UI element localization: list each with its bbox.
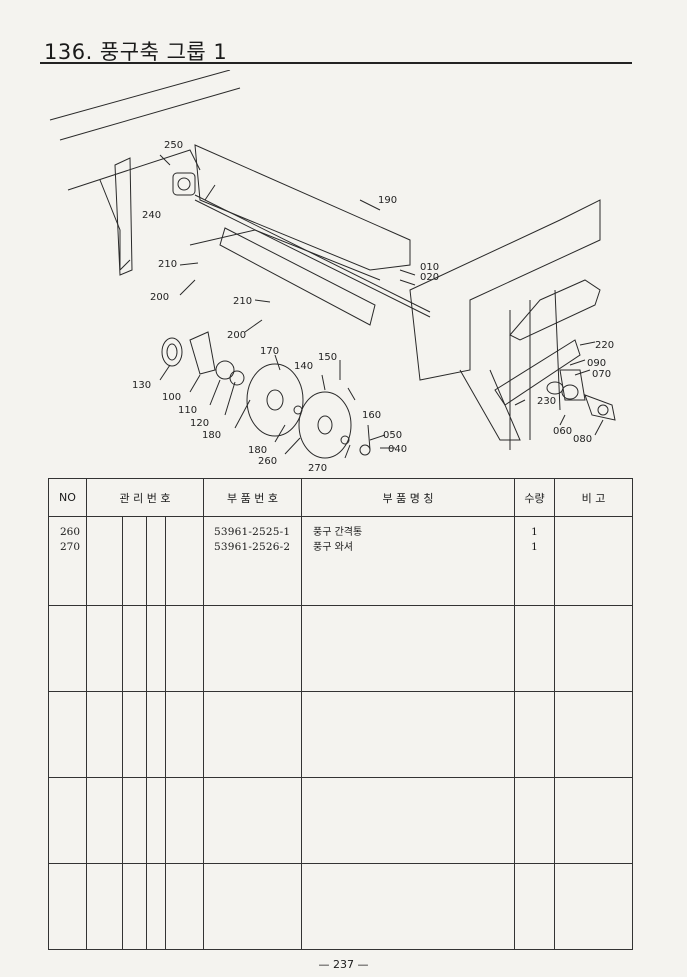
parts-table: NO 관 리 번 호 부 품 번 호 부 품 명 칭 수량 비 고 260 27… [48,478,633,950]
table-row: 260 270 53961-2525-1 53961-2526-2 풍구 간격통… [48,516,633,606]
remarks-cell [554,516,633,606]
row-part-no: 53961-2525-1 [214,526,291,538]
part-no-cell: 53961-2525-1 53961-2526-2 [203,516,302,606]
mgmt-cell [165,516,204,606]
callout-080: 080 [573,434,592,445]
empty-cell [86,863,123,950]
page-title: 136. 풍구축 그룹 1 [44,40,228,64]
empty-cell [48,605,87,692]
table-row-empty [48,691,633,778]
header-mgmt-no: 관 리 번 호 [86,478,204,517]
empty-cell [122,777,147,864]
callout-120: 120 [190,418,209,429]
empty-cell [554,691,633,778]
part-name-cell: 풍구 간격통 풍구 와셔 [301,516,515,606]
empty-cell [203,691,302,778]
callout-090: 090 [587,358,606,369]
row-qty: 1 [531,526,538,538]
title-rule [40,62,632,64]
table-row-empty [48,863,633,950]
callout-220: 220 [595,340,614,351]
callout-100: 100 [162,392,181,403]
mgmt-cell [86,516,123,606]
callout-190: 190 [378,195,397,206]
empty-cell [48,691,87,778]
callout-040: 040 [388,444,407,455]
header-part-no: 부 품 번 호 [203,478,302,517]
header-no: NO [48,478,87,517]
empty-cell [146,605,166,692]
row-part-name: 풍구 와셔 [313,542,353,553]
mgmt-cell [146,516,166,606]
row-qty: 1 [531,541,538,553]
row-part-no: 53961-2526-2 [214,541,291,553]
callout-240: 240 [142,210,161,221]
callout-010: 010 [420,262,439,273]
empty-cell [146,777,166,864]
mgmt-cell [122,516,147,606]
empty-cell [554,777,633,864]
header-part-name: 부 품 명 칭 [301,478,515,517]
empty-cell [203,777,302,864]
empty-cell [165,605,204,692]
callout-160: 160 [362,410,381,421]
table-header-row: NO 관 리 번 호 부 품 번 호 부 품 명 칭 수량 비 고 [48,478,633,517]
empty-cell [48,777,87,864]
callout-250: 250 [164,140,183,151]
callout-270: 270 [308,463,327,474]
empty-cell [514,777,555,864]
callout-060: 060 [553,426,572,437]
callout-230: 230 [537,396,556,407]
table-row-empty [48,777,633,864]
qty-cell: 1 1 [514,516,555,606]
empty-cell [203,605,302,692]
row-no: 270 [60,541,81,553]
empty-cell [203,863,302,950]
header-remarks: 비 고 [554,478,633,517]
row-no: 260 [60,526,81,538]
callout-140: 140 [294,361,313,372]
callout-020: 020 [420,272,439,283]
empty-cell [514,605,555,692]
page-number: — 237 — [318,958,369,971]
empty-cell [514,691,555,778]
empty-cell [165,777,204,864]
callout-170: 170 [260,346,279,357]
callout-070: 070 [592,369,611,380]
empty-cell [165,691,204,778]
callout-130: 130 [132,380,151,391]
empty-cell [165,863,204,950]
empty-cell [86,691,123,778]
callout-200b: 200 [227,330,246,341]
callout-150: 150 [318,352,337,363]
empty-cell [301,691,515,778]
table-row-empty [48,605,633,692]
empty-cell [554,605,633,692]
callout-210: 210 [158,259,177,270]
empty-cell [86,605,123,692]
empty-cell [122,605,147,692]
header-qty: 수량 [514,478,555,517]
callout-260: 260 [258,456,277,467]
empty-cell [86,777,123,864]
callout-210b: 210 [233,296,252,307]
empty-cell [122,863,147,950]
callout-050: 050 [383,430,402,441]
empty-cell [301,777,515,864]
empty-cell [122,691,147,778]
exploded-parts-diagram: 250 190 240 210 200 010 020 210 200 170 … [49,70,616,474]
empty-cell [301,605,515,692]
empty-cell [554,863,633,950]
callout-180b: 180 [248,445,267,456]
no-cell: 260 270 [48,516,87,606]
row-part-name: 풍구 간격통 [313,527,363,538]
empty-cell [48,863,87,950]
callout-110: 110 [178,405,197,416]
empty-cell [146,863,166,950]
callout-200: 200 [150,292,169,303]
empty-cell [146,691,166,778]
empty-cell [301,863,515,950]
callout-180: 180 [202,430,221,441]
empty-cell [514,863,555,950]
